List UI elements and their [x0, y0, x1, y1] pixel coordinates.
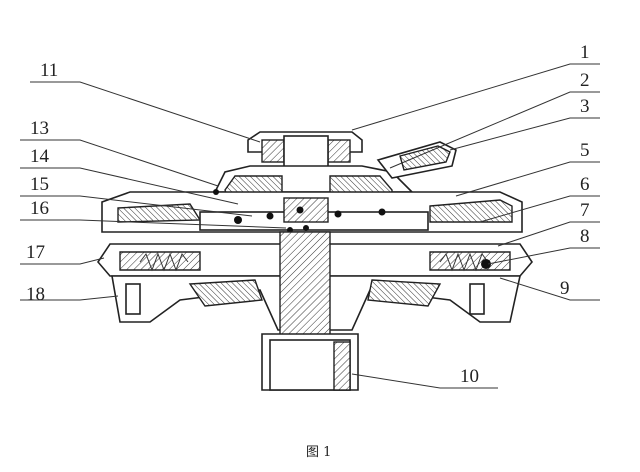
label-6: 6: [580, 174, 590, 195]
label-17: 17: [26, 242, 45, 263]
label-11: 11: [40, 60, 58, 81]
label-16: 16: [30, 198, 49, 219]
label-18: 18: [26, 284, 45, 305]
label-14: 14: [30, 146, 50, 167]
assembly-drawing: [96, 131, 534, 391]
label-7: 7: [580, 200, 590, 221]
label-10: 10: [460, 366, 479, 387]
leader-lines: [20, 63, 600, 389]
spring-left: [139, 252, 189, 272]
figure-caption: 图 1: [306, 445, 331, 460]
label-5: 5: [580, 140, 590, 161]
label-15: 15: [30, 174, 49, 195]
label-1: 1: [580, 42, 590, 63]
label-3: 3: [580, 96, 590, 117]
part-labels: 1 2 3 5 6 7 8 9 10 11 13 14 15 16 17 18: [26, 42, 590, 387]
label-2: 2: [580, 70, 590, 91]
spring-right: [439, 252, 489, 272]
label-13: 13: [30, 118, 49, 139]
label-9: 9: [560, 278, 570, 299]
label-8: 8: [580, 226, 590, 247]
